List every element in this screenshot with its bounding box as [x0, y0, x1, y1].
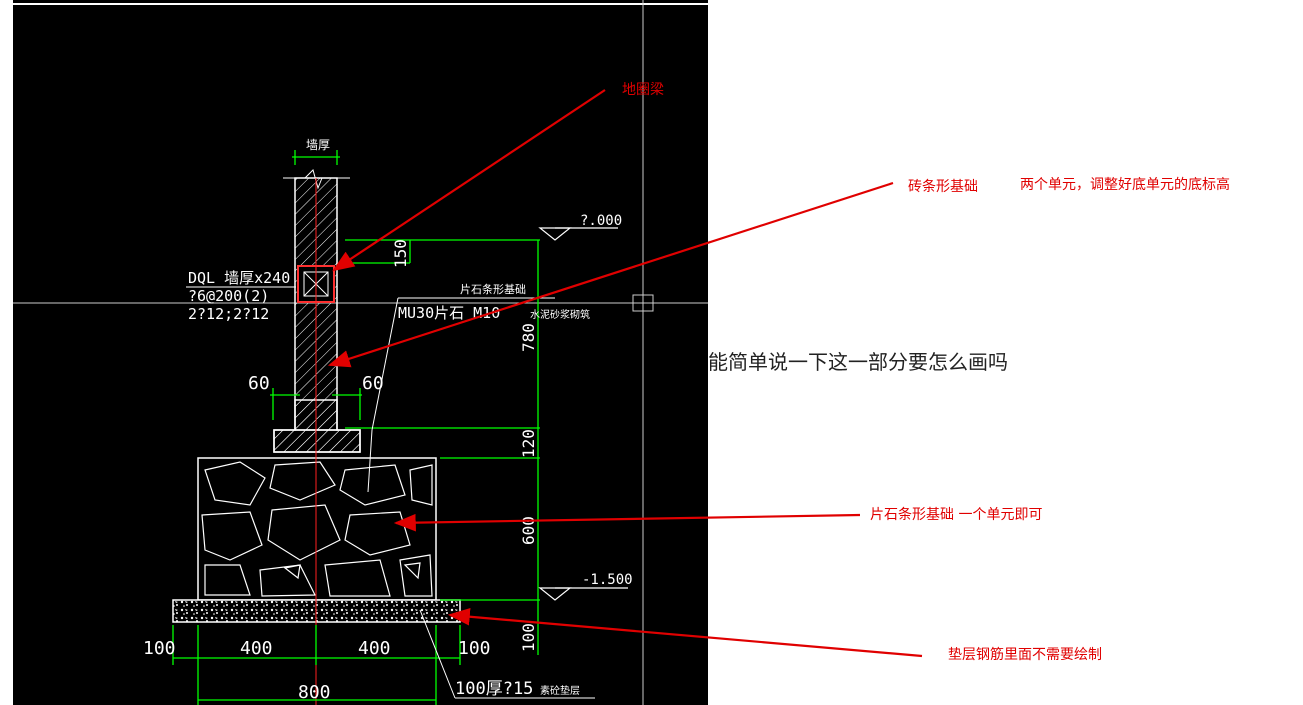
- dim-800: 800: [298, 682, 331, 703]
- dim-600: 600: [519, 516, 538, 545]
- dim-100-bottom-right: 100: [458, 638, 491, 659]
- dim-60-left: 60: [248, 373, 270, 394]
- beam-label-1: DQL 墙厚x240: [188, 269, 290, 287]
- annotation-arrows: [327, 89, 923, 658]
- dim-100-left: 100: [143, 638, 176, 659]
- elevation-marks: [538, 227, 628, 601]
- annotation-brick-foundation: 砖条形基础: [908, 179, 978, 195]
- mortar-label-b: 水泥砂浆砌筑: [530, 308, 590, 321]
- dim-780: 780: [519, 323, 538, 352]
- crosshair-box: [632, 294, 654, 312]
- cushion-label-b: 素砼垫层: [540, 684, 580, 697]
- dim-400-left: 400: [240, 638, 273, 659]
- cushion-label-a: 100厚?15: [455, 679, 533, 699]
- annotation-stone-foundation: 片石条形基础 一个单元即可: [870, 507, 1043, 523]
- dim-400-right: 400: [358, 638, 391, 659]
- annotation-ground-beam: 地圈梁: [622, 82, 664, 98]
- wall-thickness-label: 墙厚: [306, 138, 330, 152]
- annotation-cushion-note: 垫层钢筋里面不需要绘制: [948, 647, 1102, 663]
- elevation-top: ?.000: [580, 213, 622, 229]
- dim-120: 120: [519, 429, 538, 458]
- beam-label-3: 2?12;2?12: [188, 305, 269, 323]
- question-text: 能简单说一下这一部分要怎么画吗: [708, 350, 1008, 374]
- elevation-bottom: -1.500: [582, 572, 633, 588]
- dim-100-right: 100: [519, 623, 538, 652]
- dim-60-right: 60: [362, 373, 384, 394]
- dimensions: [172, 150, 540, 705]
- beam-label-2: ?6@200(2): [188, 287, 269, 305]
- stone-foundation-label: 片石条形基础: [460, 282, 526, 296]
- leader-lines: [186, 286, 595, 699]
- dim-150: 150: [391, 239, 410, 268]
- stone-foundation: [197, 457, 437, 601]
- mortar-label-a: MU30片石 M10: [398, 304, 500, 322]
- annotation-brick-note: 两个单元，调整好底单元的底标高: [1020, 177, 1230, 193]
